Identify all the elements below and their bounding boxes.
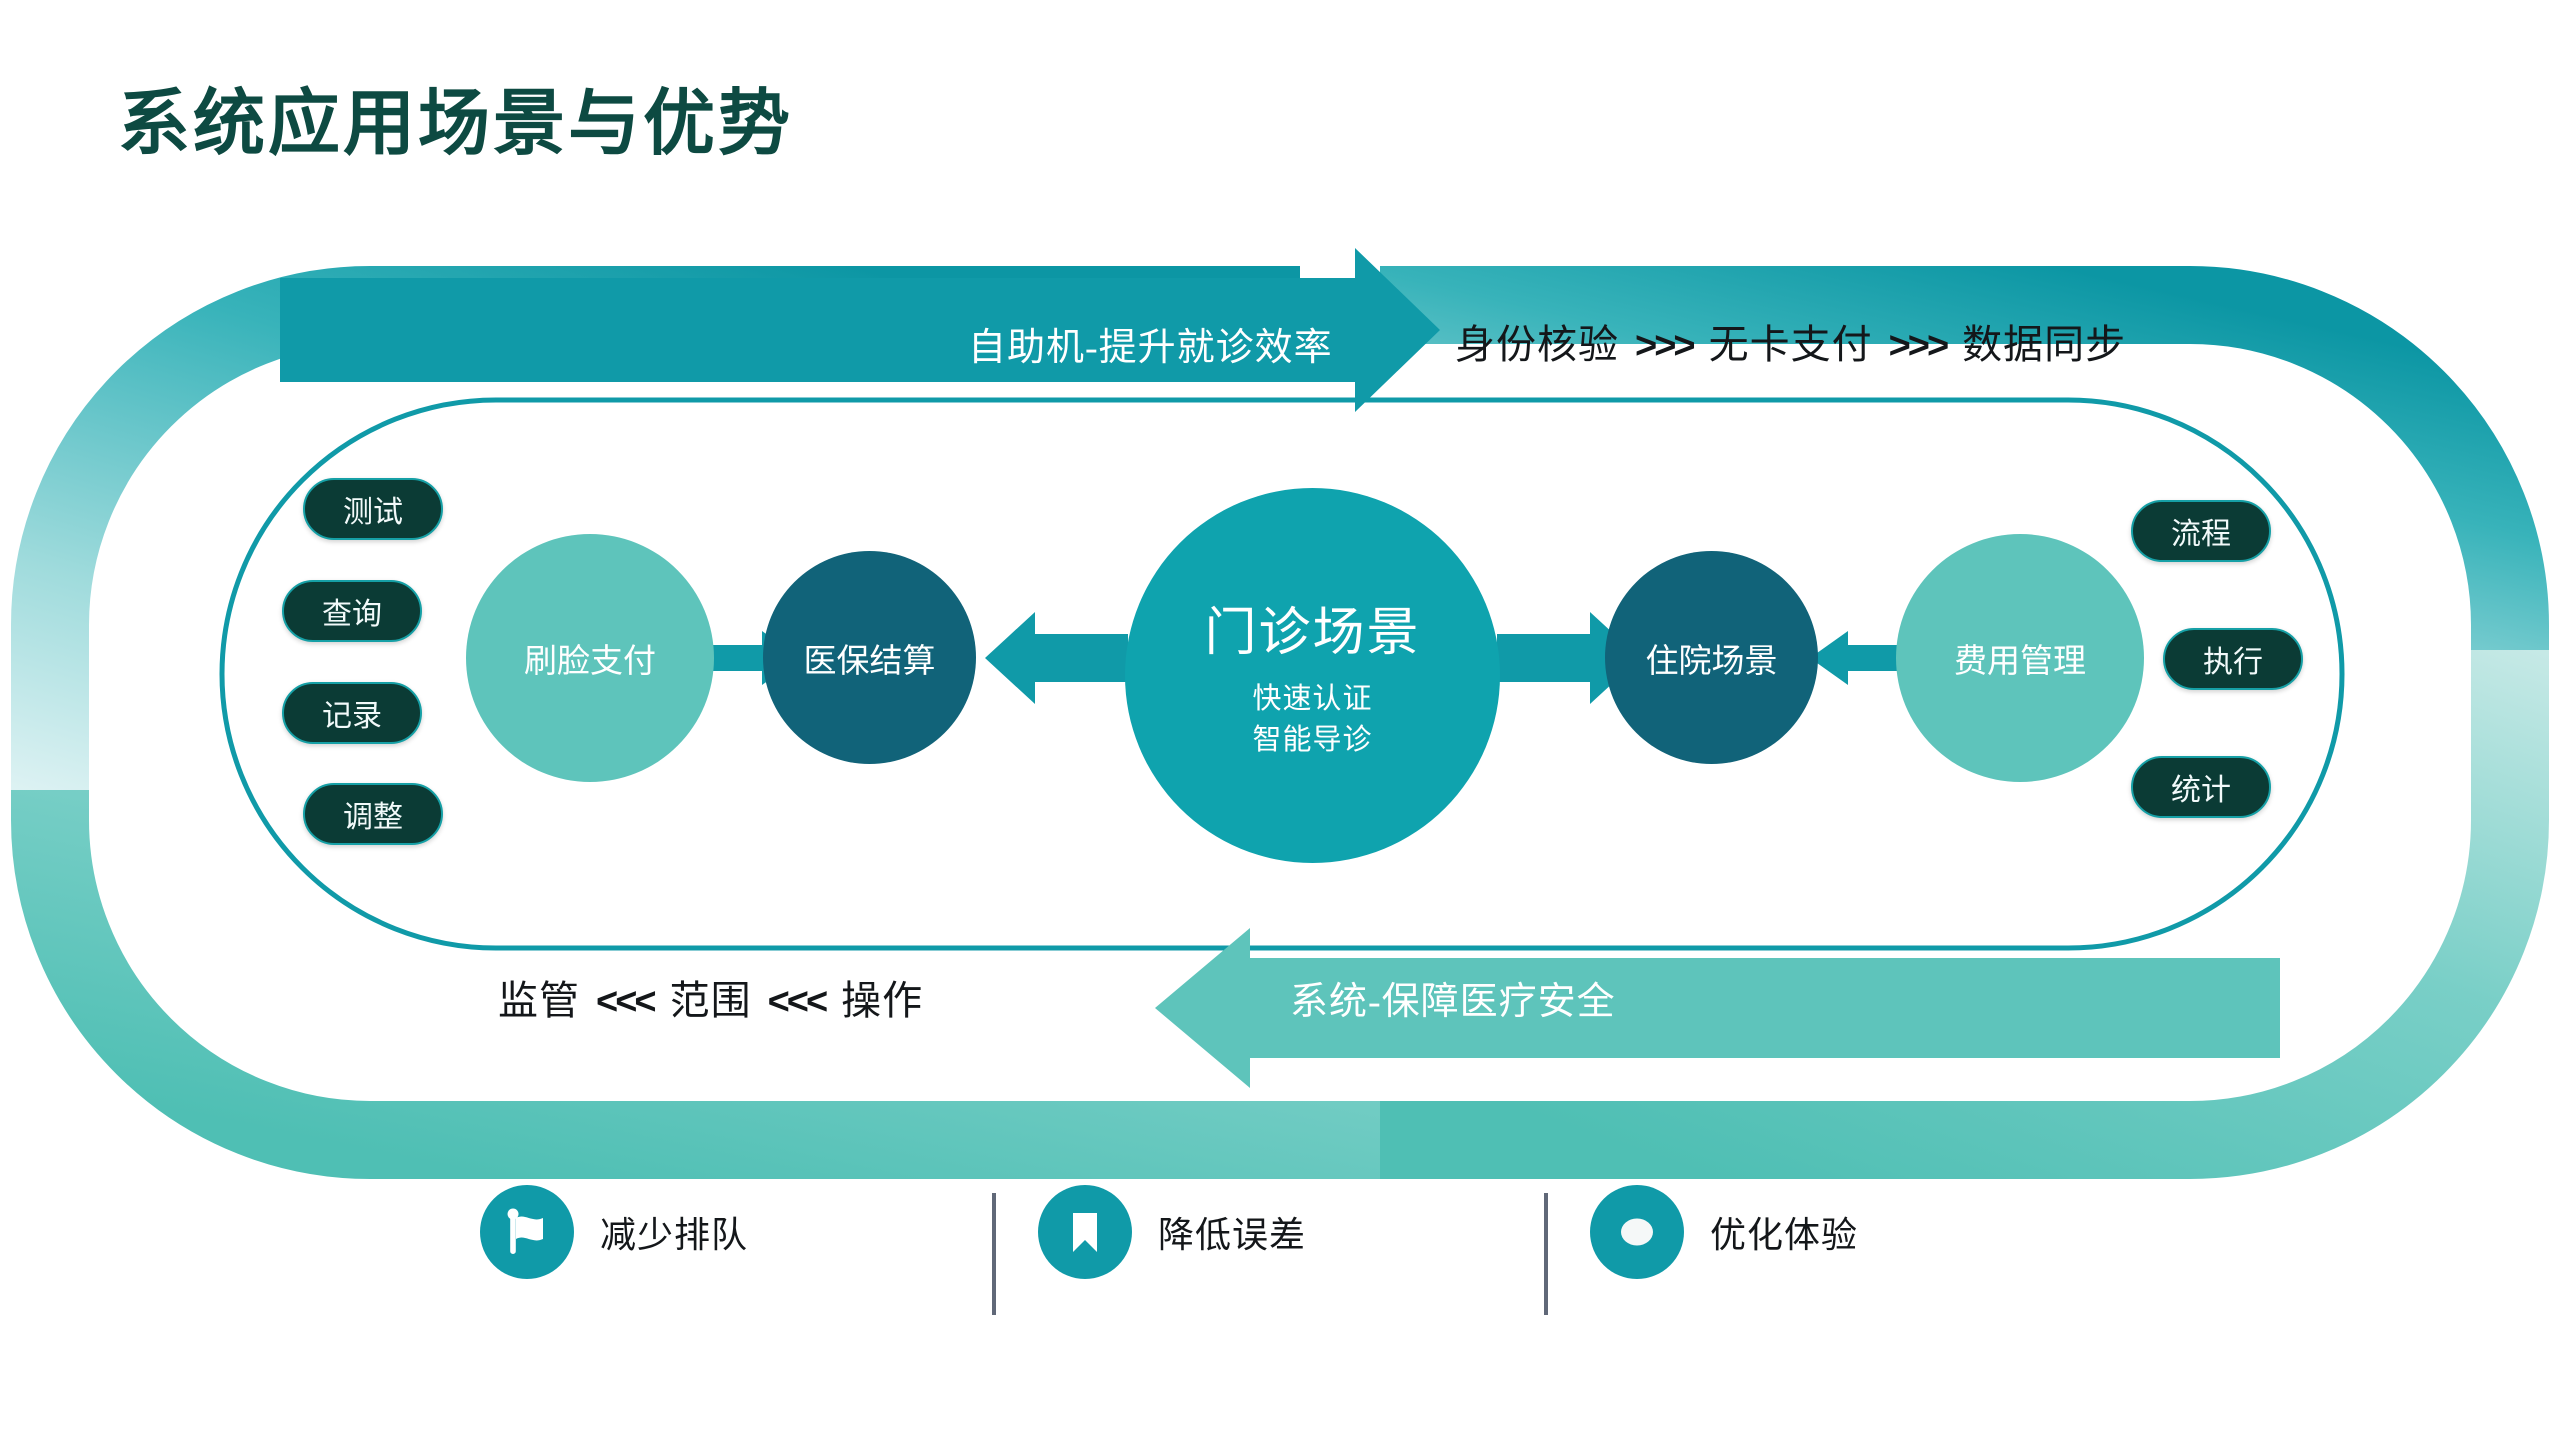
bottom-flow-step-2: 范围 <box>669 978 752 1023</box>
legend-divider-2 <box>1544 1193 1548 1315</box>
top-flow-separator-1: >>> <box>1635 325 1696 367</box>
pill-left-test[interactable]: 测试 <box>303 478 443 540</box>
pill-right-execute[interactable]: 执行 <box>2163 628 2303 690</box>
arrow-fee-to-inpatient <box>1810 631 1900 685</box>
top-flow-step-3: 数据同步 <box>1962 322 2127 367</box>
node-inpatient-scene[interactable]: 住院场景 <box>1605 551 1818 764</box>
top-flow-separator-2: >>> <box>1888 325 1950 367</box>
node-outpatient-sub-1: 快速认证 <box>1252 682 1373 715</box>
node-insurance-settlement[interactable]: 医保结算 <box>763 551 976 764</box>
node-fee-management-label: 费用管理 <box>1954 644 2086 680</box>
bookmark-icon <box>1038 1185 1132 1279</box>
flag-icon <box>480 1185 574 1279</box>
legend-label-reduce-error: 降低误差 <box>1158 1215 1307 1255</box>
bottom-flow-separator-1: <<< <box>596 981 657 1023</box>
top-band-arrow-label: 自助机-提升就诊效率 <box>968 327 1333 369</box>
node-inpatient-scene-label: 住院场景 <box>1645 643 1778 680</box>
legend-label-optimize-experience: 优化体验 <box>1710 1215 1859 1255</box>
top-flow-steps: 身份核验 >>> 无卡支付 >>> 数据同步 <box>1455 312 2126 370</box>
node-outpatient-sub-2: 智能导诊 <box>1252 724 1373 756</box>
legend-label-reduce-queue: 减少排队 <box>600 1215 749 1255</box>
legend-item-reduce-queue[interactable]: 减少排队 <box>480 1185 748 1279</box>
pill-left-adjust[interactable]: 调整 <box>303 783 443 845</box>
legend-item-reduce-error[interactable]: 降低误差 <box>1038 1185 1306 1279</box>
node-outpatient-scene-label: 门诊场景 <box>1204 604 1421 662</box>
pill-right-statistics[interactable]: 统计 <box>2131 756 2271 818</box>
node-insurance-settlement-label: 医保结算 <box>803 643 936 680</box>
pill-left-record[interactable]: 记录 <box>282 682 422 744</box>
legend-item-optimize-experience[interactable]: 优化体验 <box>1590 1185 1858 1279</box>
node-face-payment-label: 刷脸支付 <box>524 644 656 680</box>
page-title: 系统应用场景与优势 <box>118 84 794 164</box>
bottom-flow-step-3: 操作 <box>841 978 924 1023</box>
legend-divider-1 <box>992 1193 996 1315</box>
node-outpatient-scene[interactable]: 门诊场景 快速认证 智能导诊 <box>1125 488 1500 863</box>
node-fee-management[interactable]: 费用管理 <box>1896 534 2144 782</box>
top-flow-step-1: 身份核验 <box>1455 322 1619 367</box>
pill-left-query[interactable]: 查询 <box>282 580 422 642</box>
bottom-flow-steps: 监管 <<< 范围 <<< 操作 <box>498 968 923 1026</box>
arrow-center-to-insurance <box>985 612 1128 704</box>
bottom-flow-separator-2: <<< <box>767 981 829 1023</box>
benefits-legend: 减少排队 降低误差 优化体验 <box>480 1185 2080 1315</box>
pill-right-process[interactable]: 流程 <box>2131 500 2271 562</box>
bottom-flow-step-1: 监管 <box>498 978 580 1023</box>
top-flow-step-2: 无卡支付 <box>1708 322 1873 367</box>
bottom-band-arrow-label: 系统-保障医疗安全 <box>1290 981 1616 1023</box>
node-face-payment[interactable]: 刷脸支付 <box>466 534 714 782</box>
ring-icon <box>1590 1185 1684 1279</box>
